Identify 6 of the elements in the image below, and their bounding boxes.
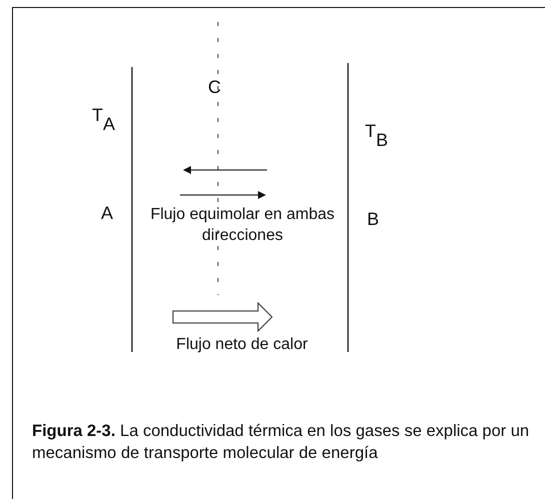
annotation-text: Flujo equimolar en ambas direcciones bbox=[149, 205, 336, 246]
region-label: A bbox=[101, 202, 114, 224]
region-label: B bbox=[367, 208, 380, 230]
figure-caption: Figura 2-3. La conductividad térmica en los gases se explica por un mecanismo de transporte molecular de energía bbox=[32, 421, 530, 464]
region-label: C bbox=[208, 76, 221, 98]
annotation-text: Flujo neto de calor bbox=[175, 335, 309, 355]
